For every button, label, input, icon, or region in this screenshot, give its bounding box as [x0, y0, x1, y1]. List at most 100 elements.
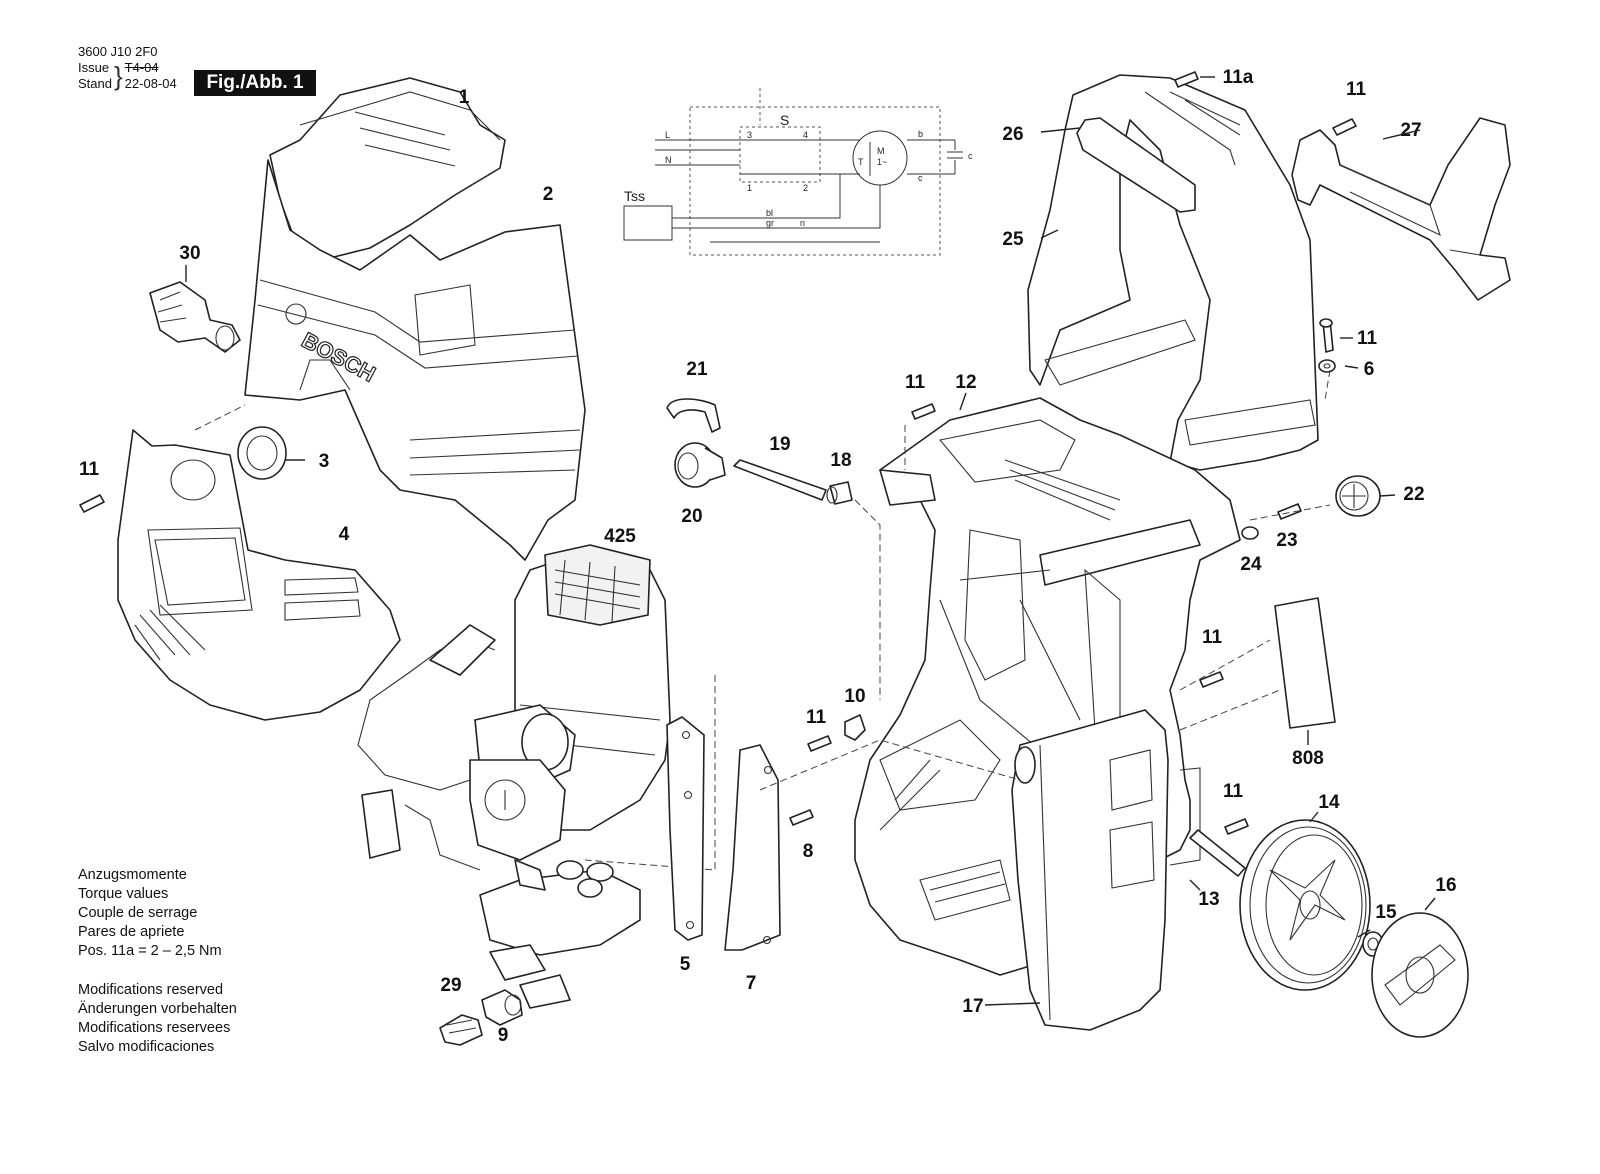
- screw-11-mid-right: [1199, 671, 1224, 688]
- callout-20: 20: [681, 506, 702, 527]
- plug-part-18: [826, 481, 853, 505]
- grip-part-26: [1076, 117, 1196, 213]
- terminal-c: c: [918, 173, 923, 183]
- issue-stand-labels: Issue Stand: [78, 60, 112, 92]
- callout-13: 13: [1198, 889, 1219, 910]
- terminal-gr: gr: [766, 218, 774, 228]
- screw-11-left: [79, 494, 105, 513]
- callout-11: 11: [1223, 781, 1244, 802]
- assembly-guide: [194, 404, 246, 431]
- hose-hook-part-27: [1291, 117, 1511, 301]
- modification-notes: Modifications reserved Änderungen vorbeh…: [78, 981, 237, 1057]
- screw-11-upper-frame: [911, 403, 936, 420]
- callout-17: 17: [962, 996, 983, 1017]
- callout-23: 23: [1276, 530, 1297, 551]
- screw-11-mid-left: [807, 735, 832, 752]
- nozzle-part-9: [481, 989, 523, 1026]
- notes-panel: Anzugsmomente Torque values Couple de se…: [78, 866, 237, 1077]
- wire-tss-return: [672, 185, 881, 229]
- wheel-part-14: [1239, 819, 1371, 991]
- callout-15: 15: [1375, 902, 1397, 923]
- assembly-guide: [584, 675, 716, 871]
- issue-stand-values: T4-04 22-08-04: [125, 60, 177, 92]
- brace-icon: }: [113, 61, 123, 91]
- assembly-guide: [854, 499, 881, 700]
- callout-24: 24: [1240, 554, 1262, 575]
- wiring-diagram: S M 1~ c Tss 3 4 1 2 bl gr n b c T L N: [623, 88, 973, 256]
- torque-note-line: Pares de apriete: [78, 924, 185, 940]
- washer-part-24: [1241, 526, 1259, 540]
- callout-1: 1: [459, 87, 470, 108]
- hose-connector-part-30: [149, 281, 241, 353]
- callout-6: 6: [1364, 359, 1375, 380]
- screw-part-23: [1277, 503, 1302, 520]
- tube-part-19: [733, 459, 827, 501]
- torque-note-line: Couple de serrage: [78, 905, 198, 921]
- callout-29: 29: [440, 975, 461, 996]
- assembly-guide: [1179, 639, 1271, 691]
- callout-12: 12: [955, 372, 976, 393]
- rear-housing-part-2: BOSCH: [244, 159, 586, 561]
- callout-11: 11: [905, 372, 926, 393]
- terminal-1: 1: [747, 183, 752, 193]
- screw-11-lower-right: [1224, 818, 1249, 835]
- callout-labels: 1 2 3 4 5 6 7 8 9 10 11 11 11 11 11 11 1…: [79, 67, 1457, 1046]
- terminal-t: T: [858, 157, 864, 167]
- callout-14: 14: [1318, 792, 1340, 813]
- threaded-fitting-part-29: [439, 1014, 483, 1046]
- torque-notes: Anzugsmomente Torque values Couple de se…: [78, 866, 237, 961]
- terminal-bl: bl: [766, 208, 773, 218]
- document-number: 3600 J10 2F0: [78, 44, 158, 59]
- screw-11-top-right: [1332, 118, 1357, 136]
- rail-part-5: [666, 716, 705, 941]
- stand-label: Stand: [78, 76, 112, 91]
- modification-note-line: Salvo modificaciones: [78, 1039, 215, 1055]
- callout-3: 3: [319, 451, 330, 472]
- screw-11-right: [1319, 318, 1334, 353]
- callout-11: 11: [79, 459, 100, 480]
- axle-part-13: [1189, 829, 1246, 877]
- power-cord: [357, 624, 496, 871]
- torque-note-line: Torque values: [78, 886, 169, 902]
- assembly-guide: [1179, 689, 1281, 731]
- callout-9: 9: [498, 1025, 509, 1046]
- hubcap-part-16: [1371, 912, 1469, 1038]
- callout-425: 425: [604, 526, 636, 547]
- issue-value: T4-04: [124, 60, 159, 75]
- stand-value: 22-08-04: [124, 76, 177, 91]
- hose-part-21: [666, 398, 721, 433]
- callout-22: 22: [1403, 484, 1424, 505]
- capacitor-label: c: [968, 151, 973, 161]
- terminal-n: n: [800, 218, 805, 228]
- label-part-808: [1274, 597, 1336, 729]
- thermal-switch-box: [623, 205, 673, 241]
- callout-2: 2: [543, 184, 554, 205]
- torque-note-line: Pos. 11a = 2 – 2,5 Nm: [78, 943, 222, 959]
- terminal-l: L: [665, 130, 670, 140]
- callout-21: 21: [686, 359, 708, 380]
- wire-tss: [672, 174, 841, 219]
- callout-11a: 11a: [1223, 67, 1254, 88]
- document-header: 3600 J10 2F0 Issue Stand } T4-04 22-08-0…: [78, 44, 177, 92]
- motor-label: M: [877, 146, 885, 156]
- upper-hood-part-1: [269, 77, 506, 259]
- callout-30: 30: [179, 243, 200, 264]
- callout-25: 25: [1002, 229, 1024, 250]
- callout-11: 11: [806, 707, 827, 728]
- issue-stand-row: Issue Stand } T4-04 22-08-04: [78, 60, 177, 92]
- terminal-2: 2: [803, 183, 808, 193]
- screw-part-8: [789, 809, 814, 826]
- torque-note-line: Anzugsmomente: [78, 867, 187, 883]
- callout-11: 11: [1346, 79, 1367, 100]
- callout-7: 7: [746, 973, 757, 994]
- callout-4: 4: [339, 524, 350, 545]
- issue-label: Issue: [78, 60, 110, 75]
- assembly-guide: [1249, 504, 1331, 521]
- pump-head-assembly: [469, 704, 641, 1009]
- figure-badge: Fig./Abb. 1: [194, 70, 316, 96]
- wiring-frame: [689, 106, 941, 256]
- knob-part-3: [237, 426, 305, 480]
- terminal-4: 4: [803, 130, 808, 140]
- callout-10: 10: [844, 686, 865, 707]
- screw-11a: [1174, 71, 1199, 88]
